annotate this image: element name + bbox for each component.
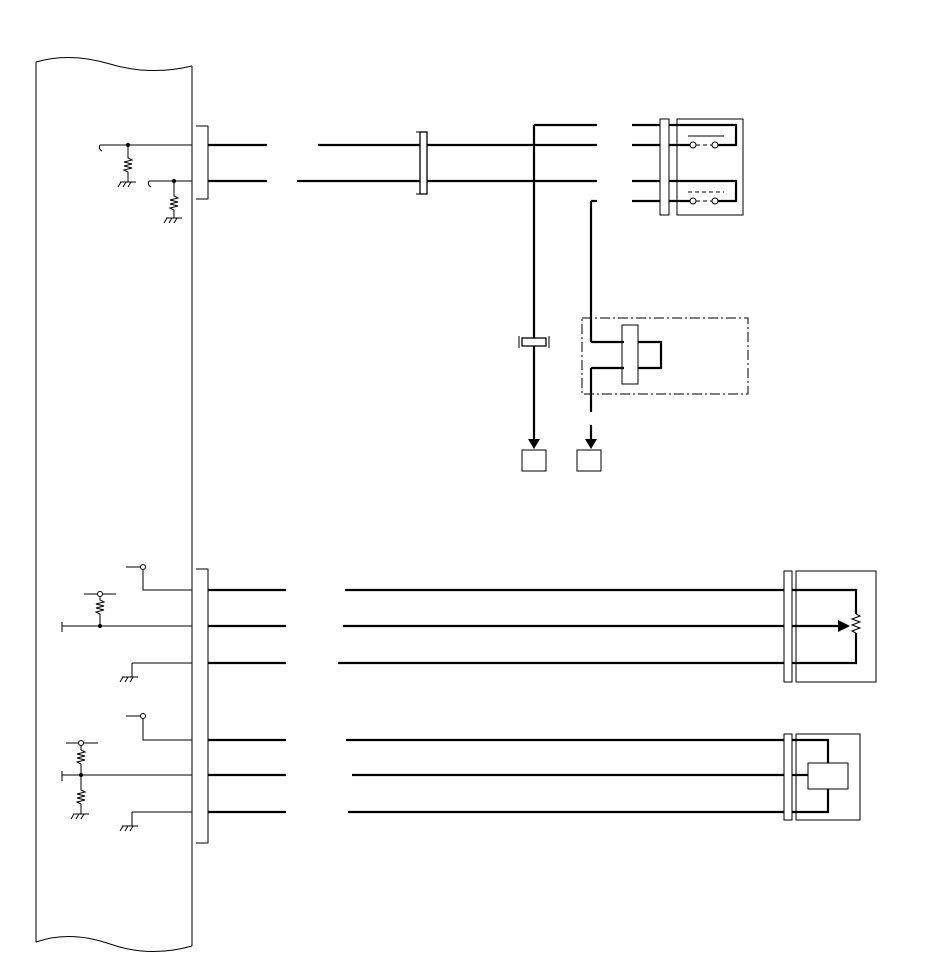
wire-harness-top [208, 123, 597, 440]
ecu-connector-top [196, 125, 209, 200]
destination-terminals [521, 439, 602, 472]
ic-sensor [783, 733, 861, 821]
potentiometer-sensor [783, 570, 877, 683]
switch-assembly [632, 118, 744, 216]
ecu-internal-circuit-bottom [61, 713, 192, 832]
wire-harness-middle [208, 588, 784, 665]
sensor-module-enclosure [581, 317, 749, 440]
ecu-internal-circuit-top [98, 143, 192, 224]
inline-connector-vertical [518, 336, 550, 348]
wire-harness-bottom [208, 738, 784, 814]
ecu-internal-circuit-middle [61, 564, 192, 683]
control-unit-body [35, 56, 193, 952]
inline-connector-top [416, 131, 428, 195]
ecu-connector-bottom [196, 568, 209, 844]
